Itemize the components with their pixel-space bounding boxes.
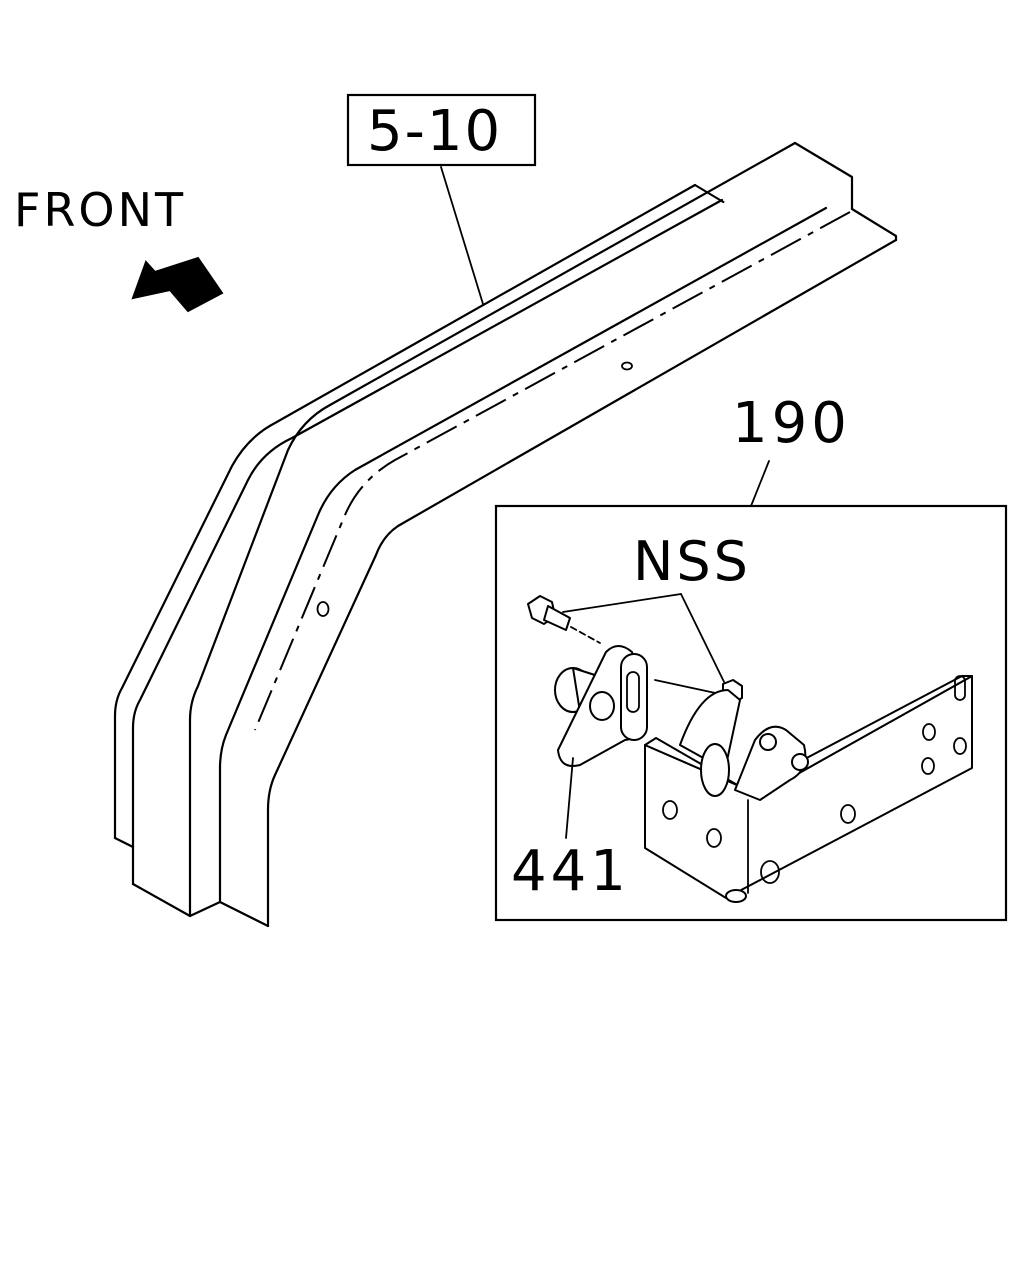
bracket-slot <box>954 675 966 701</box>
roller-part <box>554 645 648 767</box>
bracket-hole <box>921 757 935 775</box>
ref-callout: 5-10 <box>346 93 537 305</box>
bolt <box>527 595 601 644</box>
bracket <box>644 675 973 903</box>
bracket-hole <box>760 860 780 884</box>
bracket-hole <box>840 804 856 824</box>
bracket-hole <box>662 800 678 820</box>
ref-label: 5-10 <box>367 99 502 164</box>
ref-leader <box>440 166 484 305</box>
nss-label: NSS <box>633 530 751 593</box>
frame-rail <box>113 141 898 928</box>
nss-leader-left <box>562 593 682 613</box>
detail-box: NSS 441 <box>494 504 1008 922</box>
rail-hole <box>621 361 633 371</box>
front-label: FRONT <box>14 183 186 237</box>
part-leader <box>565 757 574 839</box>
bracket-hole <box>706 828 722 848</box>
ref-box <box>346 93 537 167</box>
part-label: 441 <box>511 839 630 904</box>
rail-hole <box>316 601 330 617</box>
assembly-label: 190 <box>732 391 851 456</box>
front-arrow-icon <box>131 256 224 313</box>
bracket-hole <box>922 723 936 741</box>
bracket-hole <box>953 737 967 755</box>
nss-leader-right <box>680 593 729 691</box>
assembly-leader <box>750 460 770 507</box>
